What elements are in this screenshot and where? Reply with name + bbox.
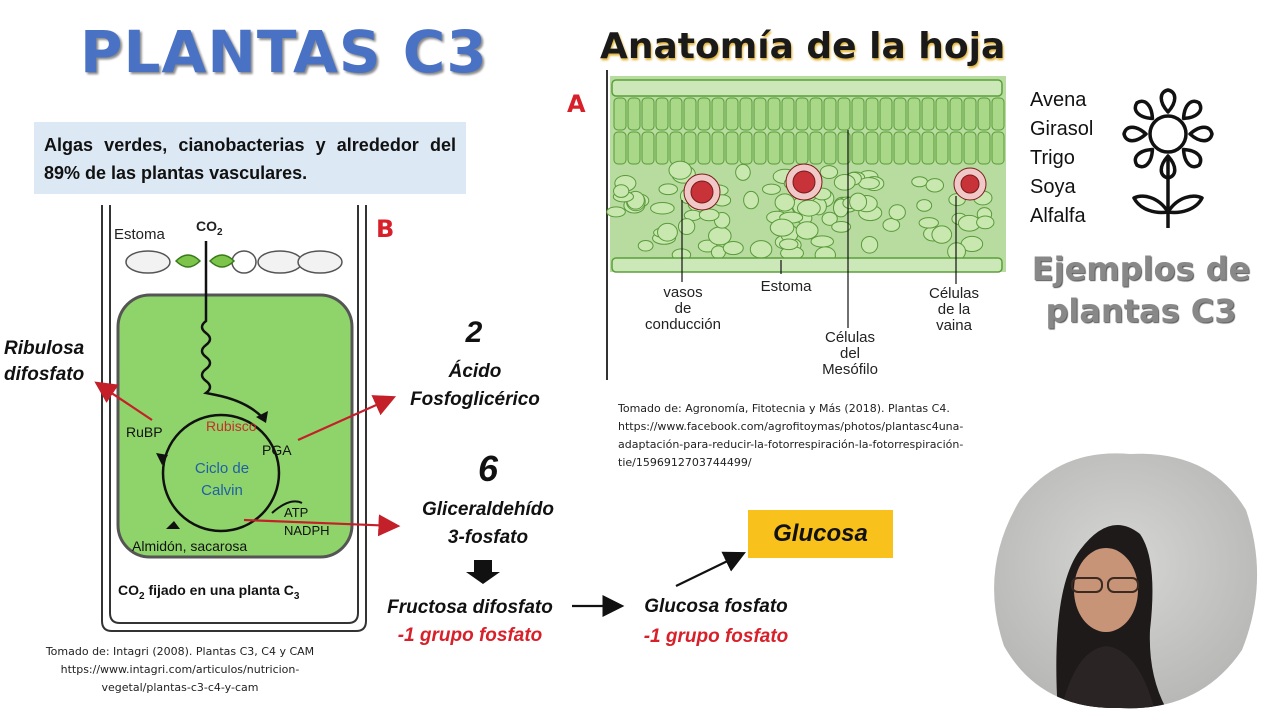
ciclo-label-2: Calvin [201,482,243,499]
label-vaina-2: de la [938,301,971,318]
ciclo-label-1: Ciclo de [195,460,249,477]
examples-line-2: plantas C3 [1045,292,1237,330]
label-vasos-3: conducción [645,316,721,333]
glucosa-box: Glucosa [748,510,893,558]
gliceraldehido-label: Gliceraldehído 3-fosfato [422,499,554,548]
calvin-cycle-diagram: Estoma CO2 RuBP Rubisco PGA Ciclo de Cal… [101,205,367,632]
fructosa-label: Fructosa difosfato -1 grupo fosfato [387,597,553,646]
label-mesofilo-1: Células [825,329,875,346]
ribulosa-label: Ribulosa difosfato [4,338,85,385]
marker-b: B [376,215,395,243]
leaf-reference: Tomado de: Agronomía, Fitotecnia y Más (… [618,402,964,469]
plant-item: Avena [1030,89,1087,111]
label-vasos-1: vasos [663,284,702,301]
page-title: PLANTAS C3 [80,18,488,86]
plant-item: Soya [1030,176,1076,198]
label-vaina-1: Células [929,285,979,302]
label-mesofilo-3: Mesófilo [822,361,878,378]
num-6: 6 [477,448,499,489]
plant-item: Girasol [1030,118,1094,140]
cycle-caption: CO2 fijado en una planta C3 [118,582,300,602]
examples-label: Ejemplos de plantas C3 [1026,248,1256,332]
num-2: 2 [465,316,483,349]
plant-item: Trigo [1030,147,1075,169]
estoma-label: Estoma [114,226,166,243]
leaf-anatomy-title: Anatomía de la hoja [600,26,1006,67]
rubisco-label: Rubisco [206,418,257,434]
label-estoma: Estoma [761,278,813,295]
plant-list: Avena Girasol Trigo Soya Alfalfa [1030,86,1093,231]
cycle-reference: Tomado de: Intagri (2008). Plantas C3, C… [45,645,315,694]
examples-line-1: Ejemplos de [1031,250,1251,288]
flower-icon [1122,88,1214,228]
label-mesofilo-2: del [840,345,860,362]
atp-label: ATP [284,505,308,520]
nadph-label: NADPH [284,523,330,538]
rubp-label: RuBP [126,424,163,440]
presenter-webcam [994,453,1258,709]
label-vaina-3: vaina [936,317,973,334]
label-vasos-2: de [675,300,692,317]
marker-a: A [567,90,586,118]
acido-label: Ácido Fosfoglicérico [410,361,540,410]
co2-label: CO2 [196,218,223,238]
leaf-cross-section-image: vasos de conducción Estoma Células del M… [606,70,1006,380]
pga-label: PGA [262,442,292,458]
plant-item: Alfalfa [1030,205,1086,227]
info-box: Algas verdes, cianobacterias y alrededor… [34,122,466,194]
glucosa-fosfato-label: Glucosa fosfato -1 grupo fosfato [643,596,789,647]
almidon-label: Almidón, sacarosa [132,538,247,554]
